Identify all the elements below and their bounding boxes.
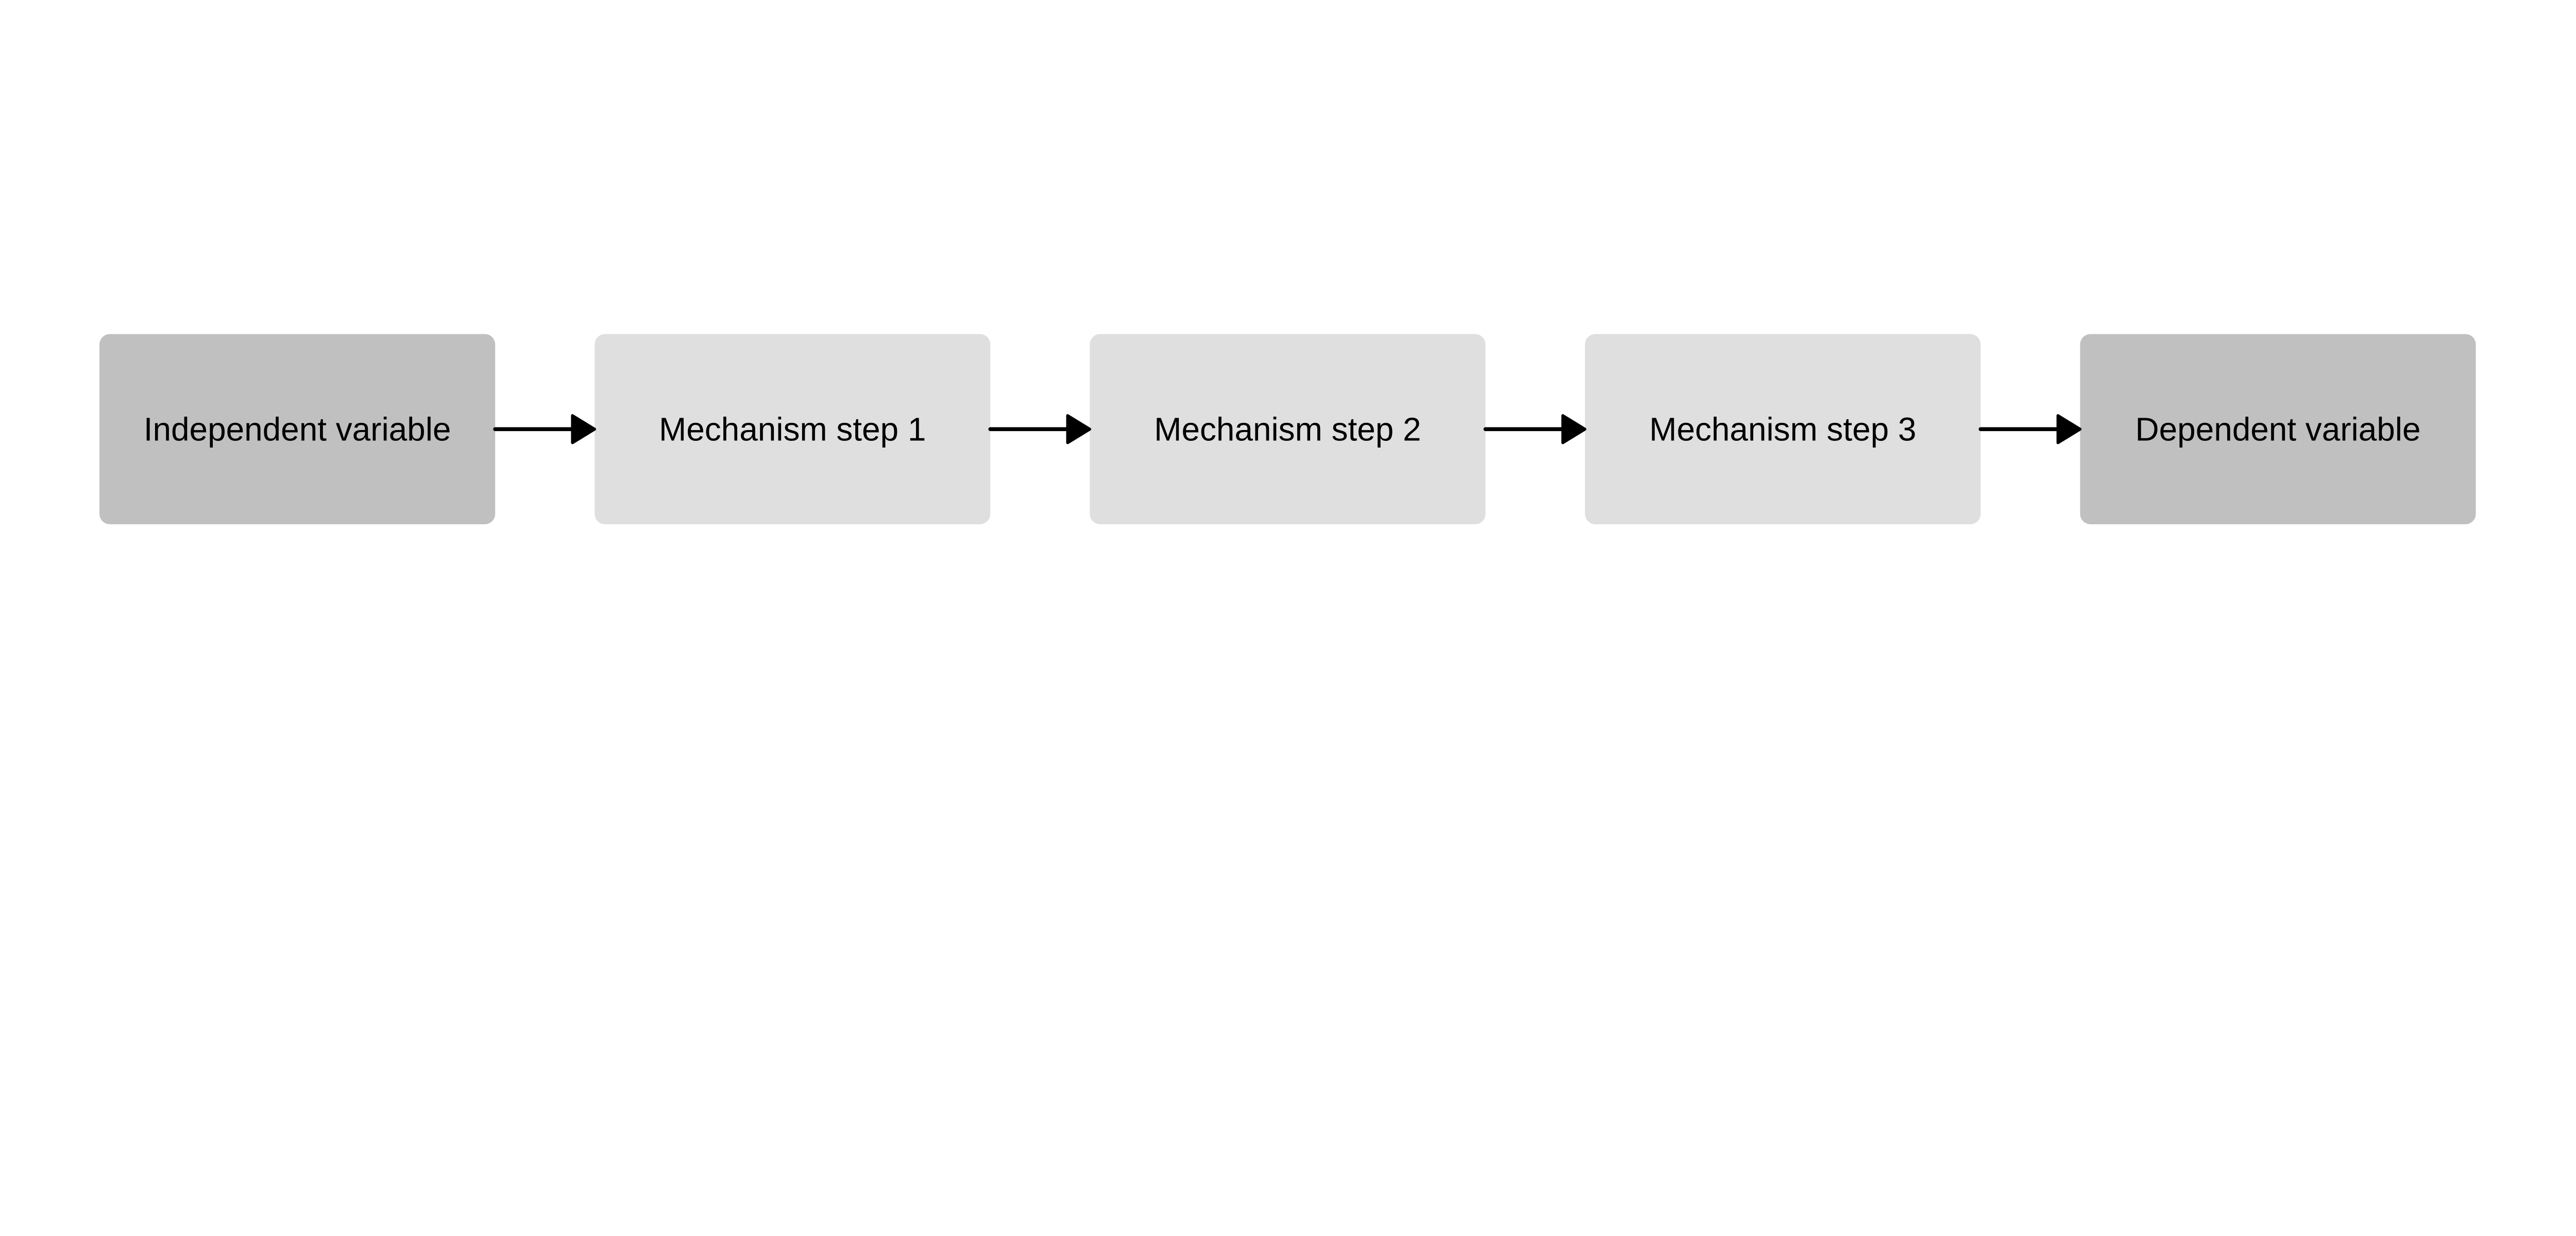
node-m1: Mechanism step 1 [595, 334, 991, 525]
node-m3: Mechanism step 3 [1585, 334, 1981, 525]
node-label: Dependent variable [2136, 410, 2421, 448]
node-box [1585, 334, 1981, 525]
node-iv: Independent variable [99, 334, 496, 525]
node-m2: Mechanism step 2 [1090, 334, 1486, 525]
node-label: Mechanism step 1 [659, 410, 926, 448]
arrow-m1-m2 [988, 414, 1092, 444]
arrowhead-icon [571, 414, 596, 444]
node-box [2080, 334, 2476, 525]
node-label: Mechanism step 3 [1649, 410, 1916, 448]
node-label: Independent variable [144, 410, 451, 448]
arrow-iv-m1 [493, 414, 596, 444]
node-box [595, 334, 991, 525]
node-box [1090, 334, 1486, 525]
arrowhead-icon [2056, 414, 2082, 444]
node-label: Mechanism step 2 [1154, 410, 1421, 448]
arrow-m2-m3 [1483, 414, 1587, 444]
node-box [99, 334, 496, 525]
flow-diagram: Independent variable Mechanism step 1 Mech… [99, 334, 2476, 525]
node-dv: Dependent variable [2080, 334, 2476, 525]
arrowhead-icon [1066, 414, 1092, 444]
diagram-canvas: Independent variable Mechanism step 1 Mech… [99, 334, 2476, 525]
arrowhead-icon [1561, 414, 1587, 444]
arrow-m3-dv [1978, 414, 2082, 444]
